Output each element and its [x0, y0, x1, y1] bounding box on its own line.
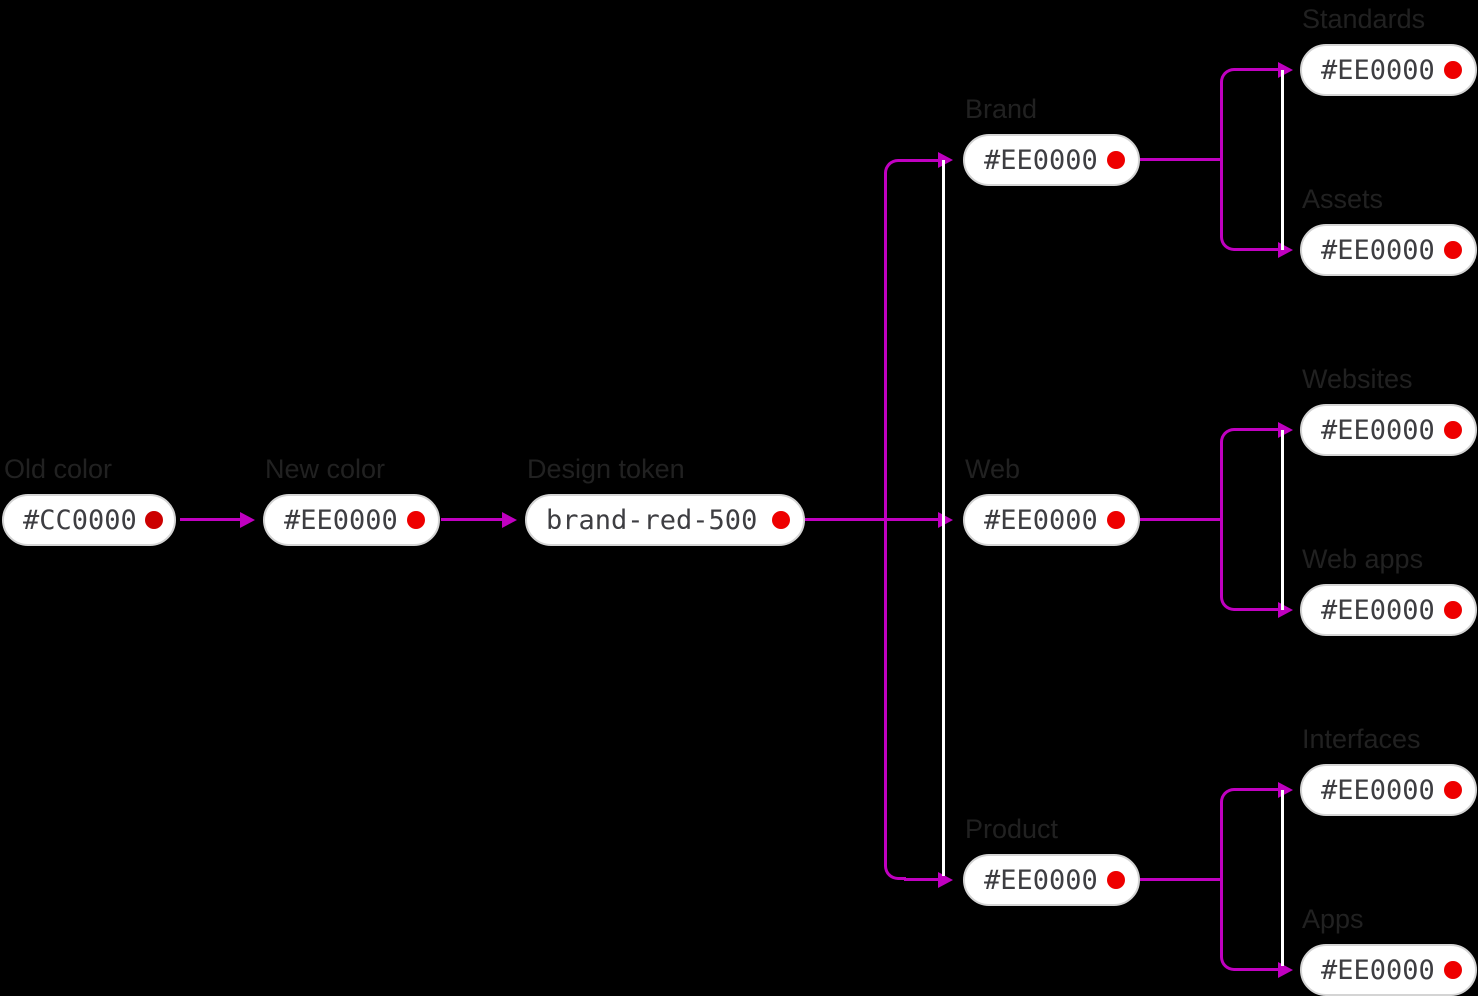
spine-websites-webapps: [1281, 430, 1284, 610]
node-label: Standards: [1302, 4, 1426, 34]
connector-line: [1240, 68, 1280, 71]
node-label: Interfaces: [1302, 724, 1421, 754]
node-assets: Assets #EE0000: [1300, 184, 1477, 276]
connector-line: [904, 878, 940, 881]
connector-line: [441, 518, 503, 521]
node-label: Web: [965, 454, 1021, 484]
node-web-apps: Web apps #EE0000: [1300, 544, 1477, 636]
branch-top-elbow: [1220, 68, 1242, 90]
pill-value: #EE0000: [1321, 594, 1435, 626]
connector-line: [1240, 428, 1280, 431]
node-old-color: Old color #CC0000: [2, 454, 176, 546]
connector-line: [805, 518, 940, 521]
branch-vertical-line: [1220, 448, 1223, 592]
color-pill: #EE0000: [1300, 944, 1477, 996]
trunk-bottom-elbow: [884, 858, 906, 880]
color-pill: #EE0000: [963, 494, 1140, 546]
color-swatch-dot: [1444, 241, 1462, 259]
node-label: New color: [265, 454, 386, 484]
pill-value: #EE0000: [984, 504, 1098, 536]
node-label: Websites: [1302, 364, 1413, 394]
color-swatch-dot: [1107, 511, 1125, 529]
pill-value: #EE0000: [984, 864, 1098, 896]
branch-top-elbow: [1220, 428, 1242, 450]
branch-bottom-elbow: [1220, 229, 1242, 251]
color-swatch-dot: [1107, 151, 1125, 169]
connector-line: [1140, 158, 1222, 161]
color-pill: #CC0000: [2, 494, 176, 546]
color-swatch-dot: [1107, 871, 1125, 889]
node-label: Design token: [527, 454, 685, 484]
branch-bottom-elbow: [1220, 949, 1242, 971]
color-swatch-dot: [144, 511, 163, 529]
pill-value: brand-red-500: [546, 504, 758, 536]
color-pill: #EE0000: [263, 494, 440, 546]
pill-value: #EE0000: [1321, 774, 1435, 806]
color-pill: #EE0000: [963, 854, 1140, 906]
node-label: Web apps: [1302, 544, 1424, 574]
pill-value: #EE0000: [1321, 54, 1435, 86]
connector-line: [180, 518, 242, 521]
color-swatch-dot: [1444, 961, 1462, 979]
spine-brand-web-product: [942, 160, 945, 876]
color-pill: #EE0000: [1300, 404, 1477, 456]
trunk-vertical-line: [884, 179, 887, 861]
connector-line: [1240, 968, 1280, 971]
pill-value: #EE0000: [1321, 954, 1435, 986]
connector-line: [1140, 878, 1222, 881]
node-label: Product: [965, 814, 1059, 844]
color-swatch-dot: [407, 511, 425, 529]
spine-interfaces-apps: [1281, 790, 1284, 966]
branch-top-elbow: [1220, 788, 1242, 810]
node-new-color: New color #EE0000: [263, 454, 440, 546]
connector-line: [1240, 608, 1280, 611]
node-interfaces: Interfaces #EE0000: [1300, 724, 1477, 816]
connector-line: [1140, 518, 1222, 521]
node-label: Apps: [1302, 904, 1364, 934]
color-swatch-dot: [772, 511, 790, 529]
arrow-head: [938, 872, 953, 888]
pill-value: #EE0000: [284, 504, 398, 536]
spine-standards-assets: [1281, 70, 1284, 250]
color-swatch-dot: [1444, 781, 1462, 799]
arrow-head: [938, 512, 953, 528]
color-pill: #EE0000: [1300, 584, 1477, 636]
arrow-head: [502, 512, 517, 528]
color-pill: #EE0000: [1300, 44, 1477, 96]
color-swatch-dot: [1444, 421, 1462, 439]
color-swatch-dot: [1444, 61, 1462, 79]
branch-bottom-elbow: [1220, 589, 1242, 611]
arrow-head: [240, 512, 255, 528]
connector-line: [1240, 788, 1280, 791]
pill-value: #EE0000: [1321, 414, 1435, 446]
node-design-token: Design token brand-red-500: [525, 454, 805, 546]
node-product: Product #EE0000: [963, 814, 1140, 906]
color-pill: #EE0000: [963, 134, 1140, 186]
node-apps: Apps #EE0000: [1300, 904, 1477, 996]
pill-value: #EE0000: [984, 144, 1098, 176]
pill-value: #CC0000: [23, 504, 137, 536]
node-web: Web #EE0000: [963, 454, 1140, 546]
branch-vertical-line: [1220, 88, 1223, 232]
node-label: Old color: [4, 454, 113, 484]
color-swatch-dot: [1444, 601, 1462, 619]
node-brand: Brand #EE0000: [963, 94, 1140, 186]
node-label: Assets: [1302, 184, 1384, 214]
arrow-head: [938, 152, 953, 168]
color-pill: #EE0000: [1300, 764, 1477, 816]
arrow-head: [1278, 962, 1293, 978]
node-label: Brand: [965, 94, 1038, 124]
connector-line: [904, 159, 940, 162]
node-websites: Websites #EE0000: [1300, 364, 1477, 456]
node-standards: Standards #EE0000: [1300, 4, 1477, 96]
color-pill: brand-red-500: [525, 494, 805, 546]
branch-vertical-line: [1220, 808, 1223, 952]
color-pill: #EE0000: [1300, 224, 1477, 276]
pill-value: #EE0000: [1321, 234, 1435, 266]
trunk-top-elbow: [884, 159, 906, 181]
connector-line: [1240, 248, 1280, 251]
